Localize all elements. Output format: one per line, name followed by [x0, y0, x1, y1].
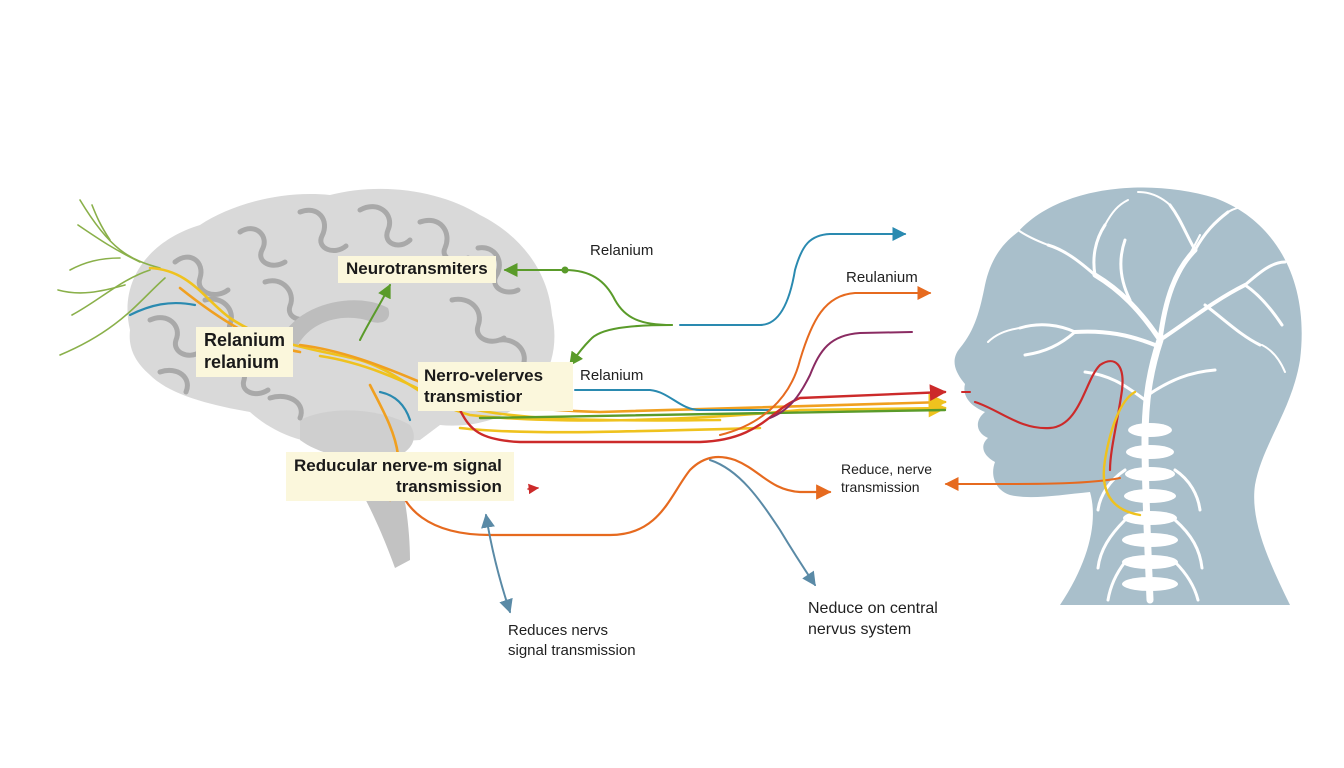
path-orange-bottom — [393, 455, 832, 537]
dendrite-branches — [57, 199, 166, 356]
path-yellow-head — [1102, 390, 1142, 517]
path-teal-brain — [128, 301, 197, 317]
reduces-line1: Reduces nervs — [508, 622, 609, 639]
relanium-mid-label: Relanium — [580, 367, 644, 384]
path-green-up — [359, 283, 391, 341]
reduce-nerve-label: Reduce, nerve transmission — [841, 460, 932, 496]
path-teal-mid — [574, 389, 771, 411]
relanium-top-label: Relanium — [590, 242, 654, 259]
nerro-label-box: Nerro-velerves transmistior — [418, 362, 574, 412]
neduce-line1: Neduce on central — [808, 600, 938, 617]
path-steel-double — [481, 513, 513, 614]
green-node — [561, 266, 569, 274]
path-orange-arc — [719, 286, 932, 436]
neurotransmitters-label: Neurotransmiters — [346, 259, 488, 278]
path-teal-top — [679, 227, 907, 326]
reducular-label-line2: transmission — [396, 476, 502, 496]
path-purple — [769, 331, 913, 419]
neduce-label: Neduce on central nervus system — [808, 599, 938, 641]
relanium-label-line2: relanium — [204, 351, 280, 372]
path-yellow-5 — [458, 426, 762, 434]
path-red-small — [527, 483, 540, 495]
reducular-label-line1: Reducular nerve-m signal — [294, 456, 502, 475]
path-orange-return — [944, 477, 1121, 491]
reduces-line2: signal transmission — [508, 641, 636, 659]
path-teal-brain-2 — [378, 390, 412, 422]
relanium-label-box: Relanium relanium — [196, 327, 294, 377]
reulanium-label: Reulanium — [846, 269, 918, 286]
path-red-main — [458, 384, 947, 444]
reduce-nerve-line1: Reduce, nerve — [841, 461, 933, 477]
path-green-mid — [569, 324, 673, 367]
nerro-label-line1: Nerro-velerves — [424, 366, 544, 385]
pathways — [128, 227, 1142, 614]
path-green-top — [503, 263, 673, 326]
reducular-label-box: Reducular nerve-m signal transmission — [286, 452, 514, 502]
corpus-callosum — [280, 300, 390, 345]
relanium-label-line1: Relanium — [204, 330, 286, 350]
neduce-line2: nervus system — [808, 620, 912, 638]
path-steel-down — [709, 459, 816, 587]
cerebellum — [300, 410, 414, 461]
neurotransmitters-label-box: Neurotransmiters — [338, 256, 496, 283]
nerro-label-line2: transmistior — [424, 386, 523, 406]
reduces-label: Reduces nervs signal transmission — [508, 621, 636, 660]
path-green-long — [478, 408, 947, 420]
path-red-head — [973, 360, 1124, 472]
reduce-nerve-line2: transmission — [841, 479, 920, 496]
